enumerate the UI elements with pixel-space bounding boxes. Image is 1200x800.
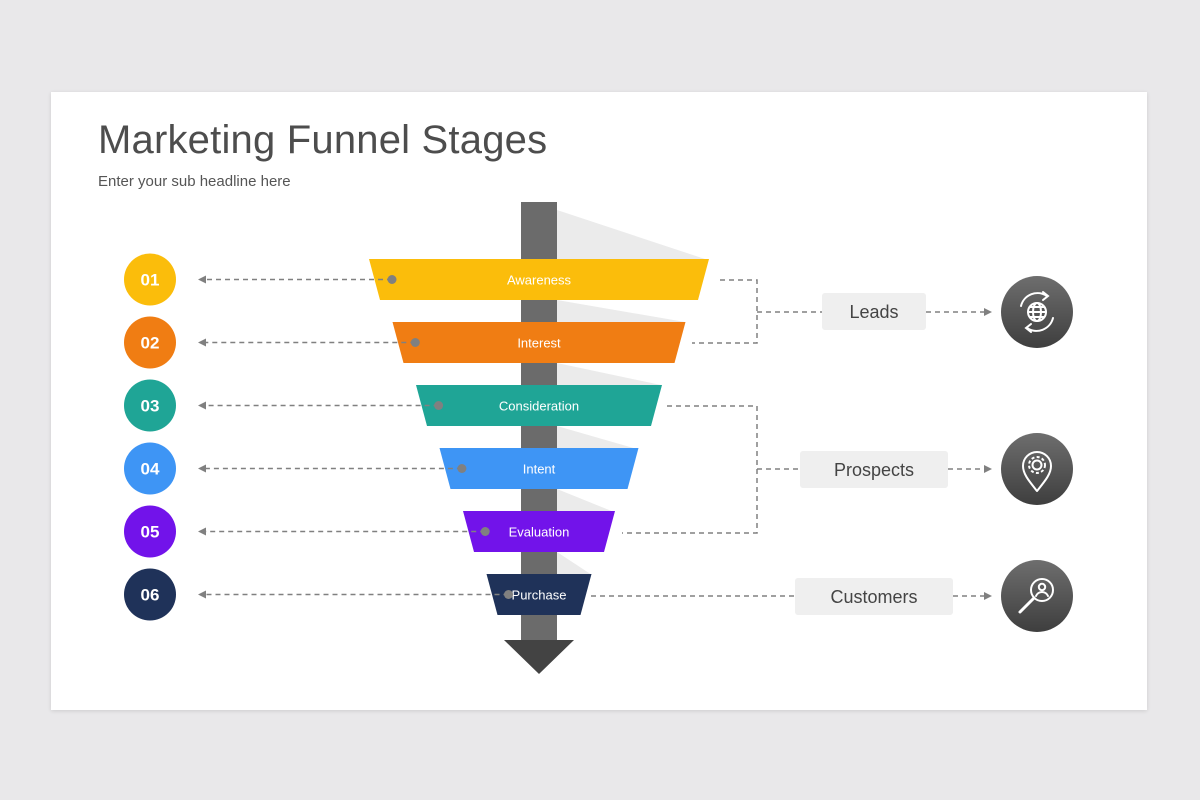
group-label-customers: Customers — [830, 587, 917, 607]
funnel-band-shape — [439, 448, 639, 489]
location-gear-icon — [1001, 433, 1073, 505]
stage-number: 04 — [141, 460, 160, 479]
page-title: Marketing Funnel Stages — [98, 118, 548, 162]
stage-number: 06 — [141, 586, 160, 605]
funnel-band-awareness: Awareness — [369, 259, 709, 300]
stage-number-badge: 04 — [124, 442, 176, 495]
stage-number-badge: 06 — [124, 568, 176, 621]
user-search-icon — [1001, 560, 1073, 632]
stage-number: 02 — [141, 334, 160, 353]
stage-number-badge: 01 — [124, 253, 176, 306]
funnel-band-shape — [486, 574, 592, 615]
stage-label: Evaluation — [509, 525, 570, 540]
group-leads: Leads — [822, 293, 926, 330]
stage-number-circle — [124, 253, 176, 306]
funnel-band-shape — [416, 385, 662, 426]
stage-label: Interest — [517, 336, 561, 351]
funnel-band-shape — [369, 259, 709, 300]
funnel-arrow-head — [504, 640, 574, 674]
funnel-band-shape — [463, 511, 615, 552]
funnel-band-purchase: Purchase — [486, 574, 592, 615]
stage-number-badge: 03 — [124, 379, 176, 432]
funnel-band-interest: Interest — [392, 322, 686, 363]
group-box-prospects — [800, 451, 948, 488]
stage-number-circles: 01 02 03 04 05 06 — [124, 253, 176, 621]
stage-number-circle — [124, 316, 176, 369]
stage-number-circle — [124, 505, 176, 558]
group-label-leads: Leads — [849, 302, 898, 322]
funnel-band-consideration: Consideration — [416, 385, 662, 426]
funnel-bands: AwarenessInterestConsiderationIntentEval… — [369, 259, 709, 615]
stage-number: 05 — [141, 523, 160, 542]
group-customers: Customers — [795, 578, 953, 615]
funnel-shadows — [557, 210, 708, 575]
stage-number-circle — [124, 568, 176, 621]
stage-number: 01 — [141, 271, 160, 290]
page-subtitle: Enter your sub headline here — [98, 173, 291, 190]
funnel-band-evaluation: Evaluation — [463, 511, 615, 552]
funnel-band-intent: Intent — [439, 448, 639, 489]
stage-label: Awareness — [507, 273, 572, 288]
stage-number-circle — [124, 442, 176, 495]
right-connectors — [591, 279, 992, 600]
group-label-prospects: Prospects — [834, 460, 914, 480]
stage-number-badge: 05 — [124, 505, 176, 558]
group-box-customers — [795, 578, 953, 615]
stage-number-badge: 02 — [124, 316, 176, 369]
stage-label: Purchase — [512, 588, 567, 603]
stage-number-circle — [124, 379, 176, 432]
stage-number: 03 — [141, 397, 160, 416]
left-connectors — [198, 275, 509, 599]
group-prospects: Prospects — [800, 451, 948, 488]
stage-label: Consideration — [499, 399, 579, 414]
funnel-band-shape — [392, 322, 686, 363]
stage-label: Intent — [523, 462, 556, 477]
group-box-leads — [822, 293, 926, 330]
globe-refresh-icon — [1001, 276, 1073, 348]
